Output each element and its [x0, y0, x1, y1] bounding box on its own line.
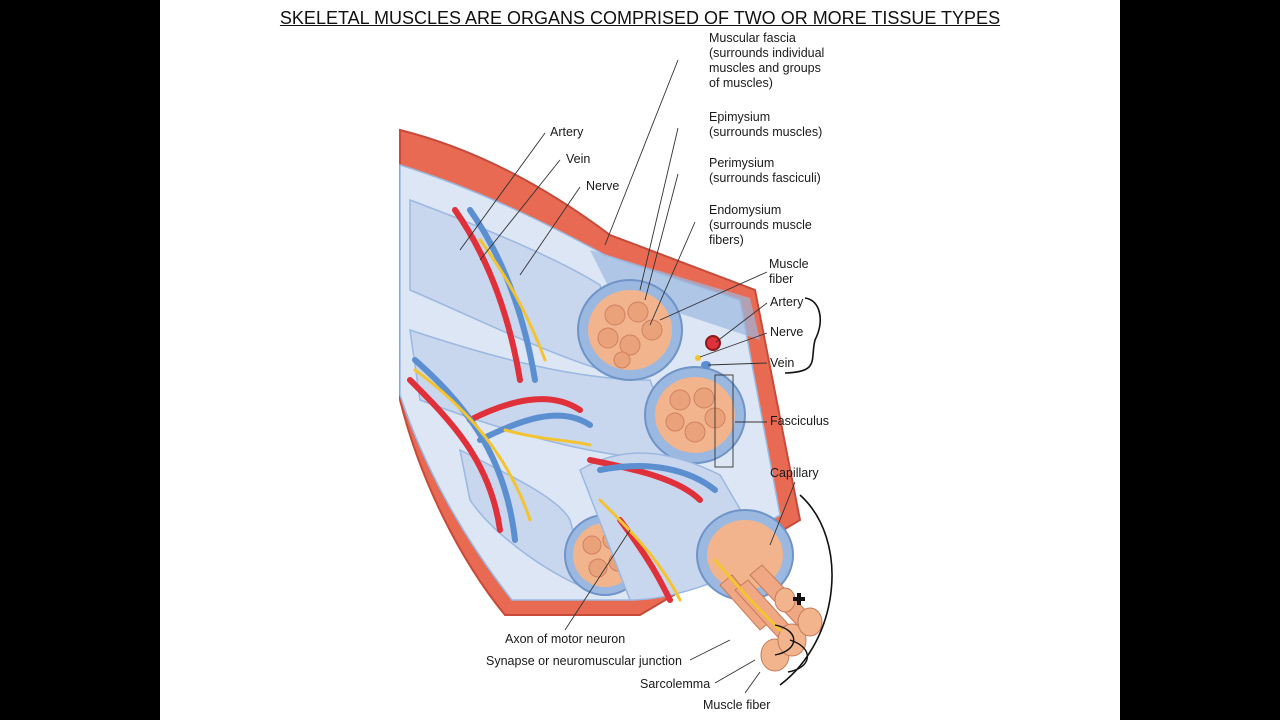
label-muscular-fascia: Muscular fascia (surrounds individual mu…	[709, 31, 825, 90]
label-muscle-fiber-bottom: Muscle fiber	[703, 698, 771, 712]
label-perimysium: Perimysium (surrounds fasciculi)	[709, 156, 821, 185]
label-epimysium: Epimysium (surrounds muscles)	[709, 110, 823, 139]
annotation-brace-vessels	[784, 297, 821, 374]
fasciculus-bracket	[714, 374, 734, 468]
slide-title: SKELETAL MUSCLES ARE ORGANS COMPRISED OF…	[279, 8, 1001, 28]
epimysium-layer	[590, 250, 760, 340]
label-vein-right: Vein	[770, 356, 795, 370]
annotation-curve-capillary	[779, 494, 833, 686]
label-endomysium: Endomysium (surrounds muscle fibers)	[709, 203, 812, 247]
artery-cross-section	[705, 335, 721, 351]
annotation-curve-2	[787, 639, 809, 673]
nerves	[413, 238, 782, 632]
muscle-anatomy-diagram	[399, 59, 833, 694]
label-axon: Axon of motor neuron	[505, 632, 626, 646]
arteries	[407, 207, 703, 603]
label-artery-left: Artery	[550, 125, 584, 139]
label-nerve-left: Nerve	[586, 179, 620, 193]
label-fasciculus: Fasciculus	[770, 414, 830, 428]
leader-lines	[459, 59, 796, 694]
label-nerve-right: Nerve	[770, 325, 804, 339]
fiber-cells	[582, 301, 726, 578]
vein-cross-section	[701, 361, 711, 369]
slide: SKELETAL MUSCLES ARE ORGANS COMPRISED OF…	[160, 0, 1120, 720]
label-capillary: Capillary	[770, 466, 819, 480]
nerve-cross-section	[695, 355, 701, 361]
label-artery-right: Artery	[770, 295, 804, 309]
plus-cursor-icon	[793, 593, 805, 605]
label-synapse: Synapse or neuromuscular junction	[486, 654, 682, 668]
label-muscle-fiber-upper: Muscle fiber	[769, 257, 809, 286]
label-sarcolemma: Sarcolemma	[640, 677, 711, 691]
label-vein-left: Vein	[566, 152, 591, 166]
annotation-curve-1	[774, 624, 795, 656]
